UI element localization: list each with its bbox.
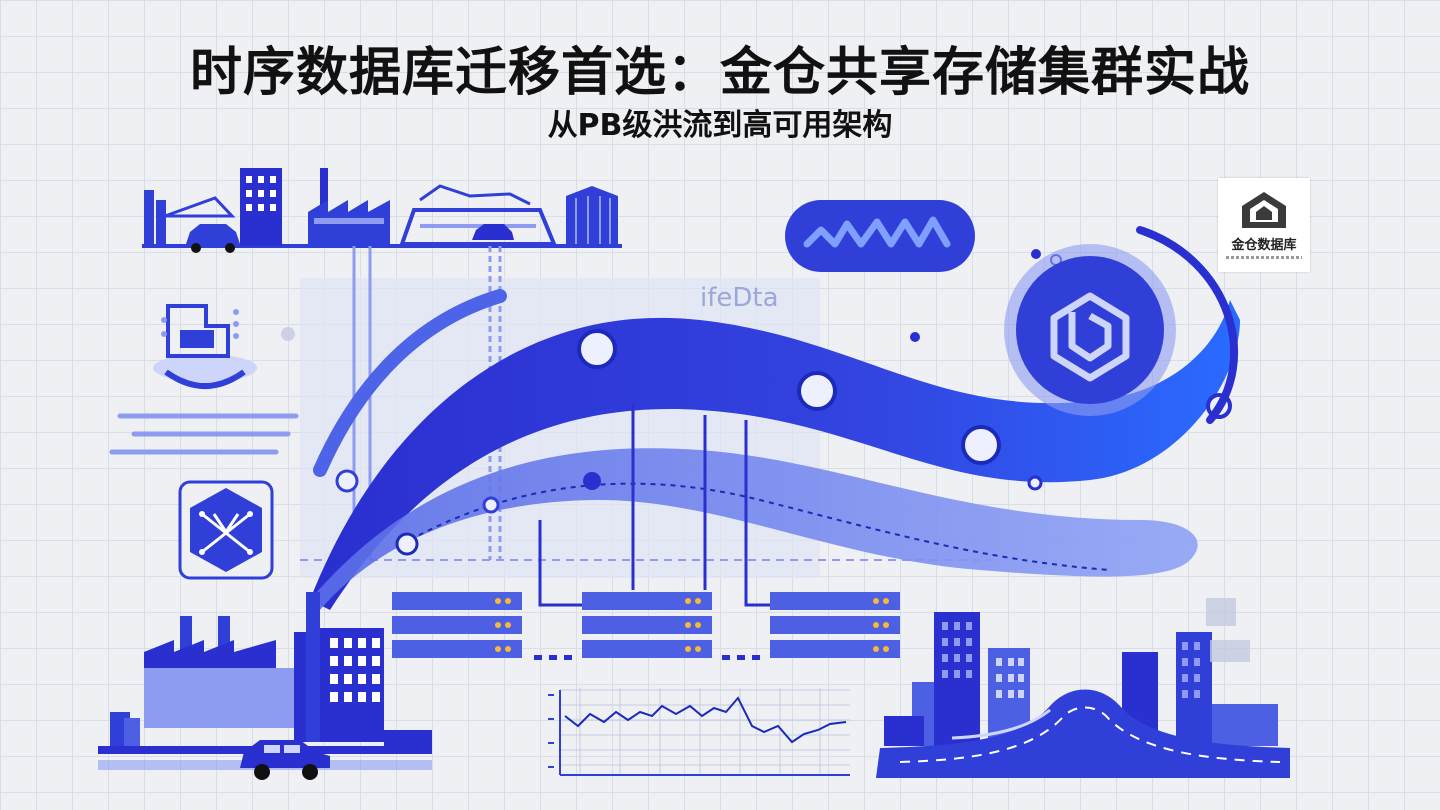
office-building-icon [294,592,384,742]
factory-icon [144,190,236,246]
kingbase-logo: 金仓数据库 [1218,178,1310,272]
data-stream-lines [109,413,299,455]
road-icon [876,689,1290,778]
factory-icon [308,168,390,246]
top-industry-row [142,168,622,253]
stream-dashed-line [409,482,1111,571]
house-logo-icon [1242,192,1286,228]
ellipsis-dots [534,655,760,660]
page-title: 时序数据库迁移首选：金仓共享存储集群实战 [189,43,1250,103]
stadium-icon [399,184,557,246]
watermark-text: ifeDta [700,283,779,313]
server-rack-icon [392,592,522,658]
database-hub-icon [1004,226,1238,424]
network-node-icon [178,480,274,580]
server-rack-icon [770,592,900,658]
industrial-machine-icon [153,304,257,389]
signal-wave-badge [785,200,975,272]
logo-tagline [1226,256,1302,259]
server-connectors [538,405,774,607]
car-icon [186,224,240,253]
server-rack-icon [582,592,712,658]
secondary-data-flow [310,448,1198,610]
primary-data-flow [310,300,1240,610]
storage-tank-icon [566,186,618,246]
city-skyline-icon [884,612,1278,746]
car-icon [240,740,330,780]
office-building-icon [240,168,282,246]
wave-icon [803,216,951,248]
factory-icon [144,616,298,728]
logo-text: 金仓数据库 [1231,238,1297,253]
stream-arc [313,289,507,477]
background-specks [281,327,1250,662]
page-subtitle: 从PB级洪流到高可用架构 [547,108,893,143]
line-chart-icon [548,688,850,776]
